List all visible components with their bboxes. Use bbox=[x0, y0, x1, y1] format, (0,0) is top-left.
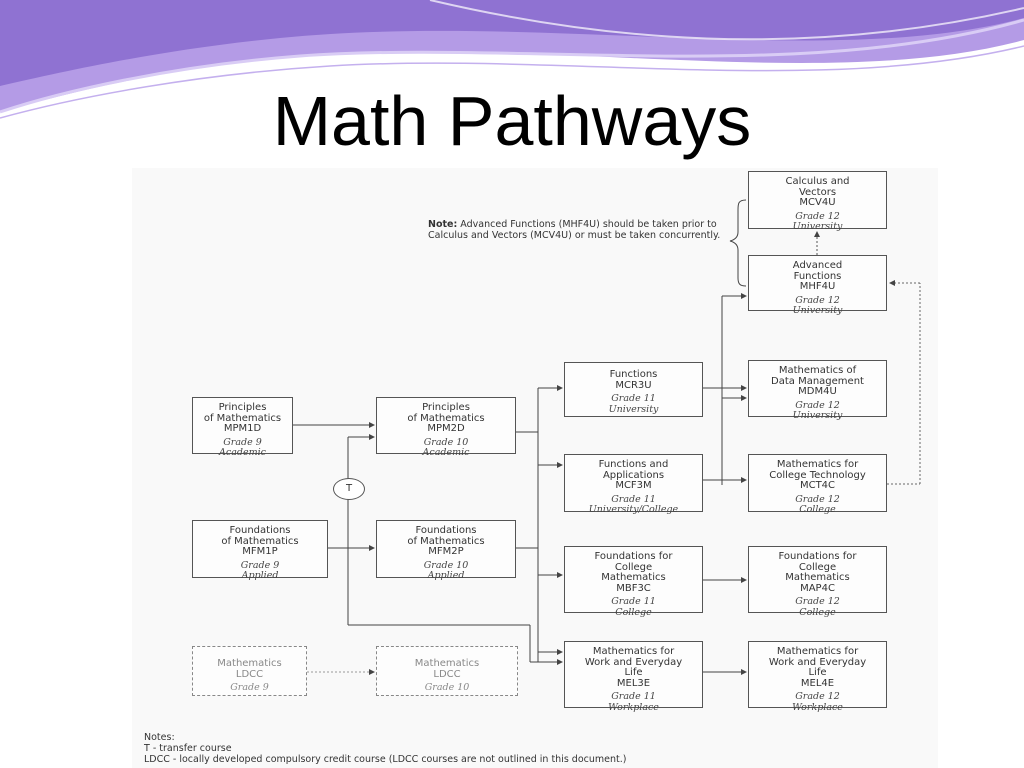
course-name: Functions MCR3U bbox=[609, 369, 658, 391]
course-name: Principles of Mathematics MPM1D bbox=[203, 402, 282, 434]
course-grade: Grade 11 bbox=[611, 493, 656, 505]
course-grade: Grade 11 bbox=[611, 393, 656, 404]
course-grade: Grade 10 bbox=[423, 436, 469, 448]
course-box-ldcc-grade9: Mathematics LDCC Grade 9 bbox=[192, 646, 307, 696]
course-box-mct4c: Mathematics for College Technology MCT4C… bbox=[748, 454, 887, 515]
course-box-mel3e: Mathematics for Work and Everyday Life M… bbox=[564, 641, 703, 712]
course-grade: Grade 10 bbox=[423, 559, 469, 571]
course-name: Mathematics for College Technology MCT4C bbox=[769, 459, 866, 491]
course-name: Foundations for College Mathematics MAP4… bbox=[778, 551, 857, 594]
course-box-mdm4u: Mathematics of Data Management MDM4U Gra… bbox=[748, 360, 887, 421]
course-level: Academic bbox=[219, 447, 266, 458]
course-box-mfm2p: Foundations of Mathematics MFM2P Grade 1… bbox=[376, 520, 516, 581]
course-grade: Grade 10 bbox=[424, 682, 470, 693]
course-grade: Grade 9 bbox=[230, 682, 269, 693]
course-box-mpm1d: Principles of Mathematics MPM1D Grade 9 … bbox=[192, 397, 293, 458]
course-name: Mathematics for Work and Everyday Life M… bbox=[768, 646, 867, 689]
course-grade: Grade 12 bbox=[795, 399, 840, 411]
course-level: Workplace bbox=[792, 701, 843, 713]
course-box-mpm2d: Principles of Mathematics MPM2D Grade 10… bbox=[376, 397, 516, 458]
course-grade: Grade 12 bbox=[795, 210, 840, 222]
course-box-mel4e: Mathematics for Work and Everyday Life M… bbox=[748, 641, 887, 712]
course-name: Mathematics LDCC bbox=[217, 658, 282, 680]
course-grade: Grade 9 bbox=[240, 559, 280, 571]
page-title: Math Pathways bbox=[272, 82, 752, 160]
course-grade: Grade 12 bbox=[795, 691, 840, 702]
course-level: Applied bbox=[241, 570, 279, 581]
course-name: Calculus and Vectors MCV4U bbox=[785, 176, 850, 208]
course-name: Foundations of Mathematics MFM2P bbox=[407, 525, 485, 557]
transfer-course-marker: T bbox=[333, 478, 365, 500]
course-box-mfm1p: Foundations of Mathematics MFM1P Grade 9… bbox=[192, 520, 328, 581]
course-name: Foundations of Mathematics MFM1P bbox=[221, 525, 299, 557]
course-name: Foundations for College Mathematics MBF3… bbox=[594, 551, 673, 594]
course-grade: Grade 9 bbox=[223, 436, 262, 448]
course-box-mcv4u: Calculus and Vectors MCV4U Grade 12 Univ… bbox=[748, 171, 887, 232]
course-box-mcr3u: Functions MCR3U Grade 11 University bbox=[564, 362, 703, 417]
course-grade: Grade 12 bbox=[795, 493, 840, 505]
diagram-footnotes: Notes: T - transfer course LDCC - locall… bbox=[144, 732, 626, 765]
course-level: Workplace bbox=[608, 701, 659, 713]
course-grade: Grade 12 bbox=[795, 294, 840, 306]
footnote-transfer: T - transfer course bbox=[144, 743, 232, 754]
course-name: Mathematics for Work and Everyday Life M… bbox=[584, 646, 683, 689]
course-box-mbf3c: Foundations for College Mathematics MBF3… bbox=[564, 546, 703, 617]
course-level: Applied bbox=[427, 570, 465, 581]
course-level: College bbox=[615, 606, 652, 618]
course-level: University bbox=[792, 221, 843, 232]
footnote-ldcc: LDCC - locally developed compulsory cred… bbox=[144, 754, 627, 765]
course-level: University/College bbox=[588, 504, 679, 515]
course-grade: Grade 12 bbox=[795, 596, 840, 607]
course-name: Advanced Functions MHF4U bbox=[792, 260, 843, 292]
course-box-ldcc-grade10: Mathematics LDCC Grade 10 bbox=[376, 646, 518, 696]
course-grade: Grade 11 bbox=[611, 691, 656, 702]
course-name: Mathematics LDCC bbox=[414, 658, 480, 680]
course-level: University bbox=[792, 410, 843, 421]
course-level: Academic bbox=[422, 447, 470, 458]
course-level: University bbox=[608, 403, 659, 415]
course-name: Mathematics of Data Management MDM4U bbox=[771, 365, 864, 397]
course-grade: Grade 11 bbox=[611, 596, 656, 607]
note-text: Advanced Functions (MHF4U) should be tak… bbox=[428, 219, 721, 241]
footnote-heading: Notes: bbox=[144, 732, 175, 743]
course-level: University bbox=[792, 305, 843, 316]
course-name: Principles of Mathematics MPM2D bbox=[407, 402, 485, 434]
prerequisite-note: Note: Advanced Functions (MHF4U) should … bbox=[428, 219, 728, 241]
decorative-swoosh-banner bbox=[0, 0, 1024, 119]
course-box-mcf3m: Functions and Applications MCF3M Grade 1… bbox=[564, 454, 703, 515]
course-name: Functions and Applications MCF3M bbox=[598, 459, 669, 491]
course-level: College bbox=[799, 504, 836, 515]
course-box-map4c: Foundations for College Mathematics MAP4… bbox=[748, 546, 887, 617]
course-box-mhf4u: Advanced Functions MHF4U Grade 12 Univer… bbox=[748, 255, 887, 316]
note-label: Note: bbox=[428, 219, 458, 230]
course-level: College bbox=[799, 606, 836, 618]
